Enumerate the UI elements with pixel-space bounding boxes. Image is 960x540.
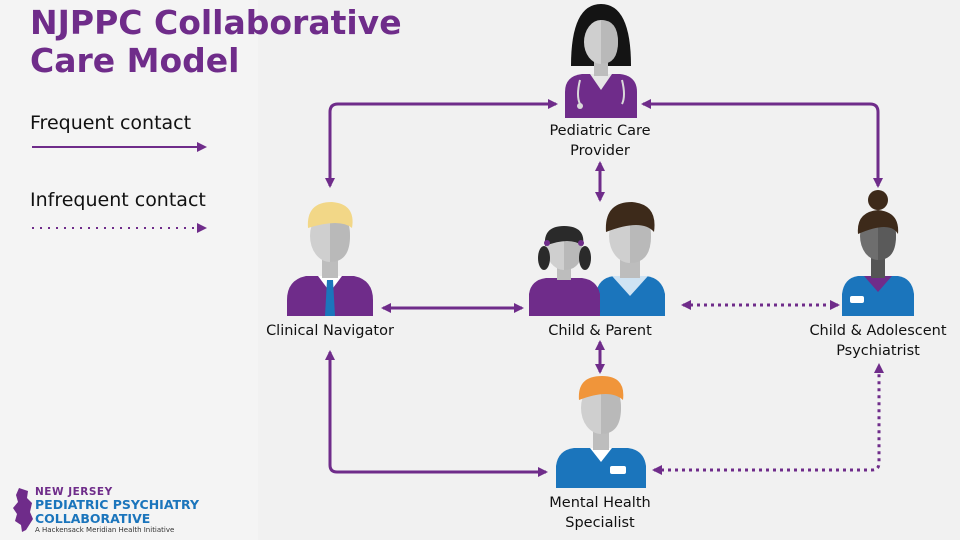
pediatric-provider-icon (565, 4, 637, 118)
legend-infrequent-label: Infrequent contact (30, 189, 206, 211)
clinical-navigator-icon (287, 202, 373, 316)
psychiatrist-icon (842, 190, 914, 316)
legend-frequent-label: Frequent contact (30, 112, 192, 134)
mental-health-specialist-label: Mental Health Specialist (525, 493, 675, 533)
psychiatrist-label-line-1: Child & Adolescent (809, 323, 947, 339)
arrow-navigator-pediatric (325, 99, 558, 188)
child-parent-label: Child & Parent (548, 323, 652, 339)
arrow-navigator-specialist (325, 350, 548, 477)
pediatric-provider-label-line-1: Pediatric Care (549, 123, 651, 139)
left-panel (0, 0, 258, 540)
clinical-navigator-label: Clinical Navigator (266, 323, 394, 339)
arrow-specialist-psychiatrist (652, 363, 884, 475)
logo-line-3: COLLABORATIVE (35, 511, 151, 526)
logo-line-4: A Hackensack Meridian Health Initiative (35, 526, 175, 534)
njppc-logo: NEW JERSEY PEDIATRIC PSYCHIATRY COLLABOR… (35, 486, 199, 535)
new-jersey-state-icon (13, 488, 33, 532)
logo-line-2: PEDIATRIC PSYCHIATRY (35, 497, 200, 512)
title-line-2: Care Model (30, 41, 240, 80)
title-line-1: NJPPC Collaborative (30, 3, 402, 42)
pediatric-provider-label: Pediatric Care Provider (525, 121, 675, 161)
specialist-label-line-2: Specialist (565, 515, 635, 531)
page-title: NJPPC Collaborative Care Model (30, 4, 402, 80)
logo-line-1: NEW JERSEY (35, 486, 113, 498)
psychiatrist-label-line-2: Psychiatrist (836, 343, 920, 359)
child-parent-icon (529, 202, 665, 316)
specialist-label-line-1: Mental Health (549, 495, 651, 511)
psychiatrist-label: Child & Adolescent Psychiatrist (798, 321, 958, 361)
mental-health-specialist-icon (556, 376, 646, 488)
arrow-pediatric-psychiatrist (641, 99, 883, 188)
pediatric-provider-label-line-2: Provider (570, 143, 630, 159)
